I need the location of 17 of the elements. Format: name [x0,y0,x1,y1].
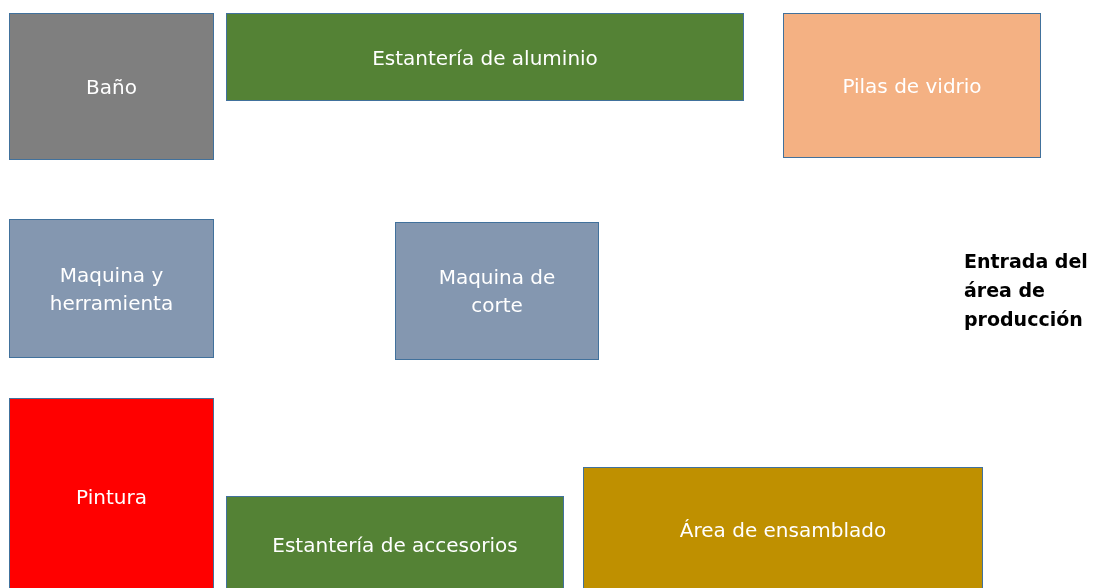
zone-label: Estantería de accesorios [271,532,519,559]
zone-label: Baño [85,73,138,101]
zone-label: Estantería de aluminio [371,45,599,72]
zone-label: Pilas de vidrio [841,72,983,100]
zone-label: Área de ensamblado [678,517,888,544]
machinery-area [9,219,214,358]
bathroom-area [9,13,214,160]
zone-label: Maquina de corte [437,264,557,319]
zone-label: Maquina y herramienta [48,261,175,317]
assembly-area [583,467,983,588]
shelving-area [226,13,744,101]
shelving-area [226,496,564,588]
entrance-note: Entrada del área de producción [964,249,1089,332]
paint-area [9,398,214,588]
glass-stack-area [783,13,1041,158]
cutting-machine-area [395,222,599,360]
zone-label: Pintura [75,484,148,511]
